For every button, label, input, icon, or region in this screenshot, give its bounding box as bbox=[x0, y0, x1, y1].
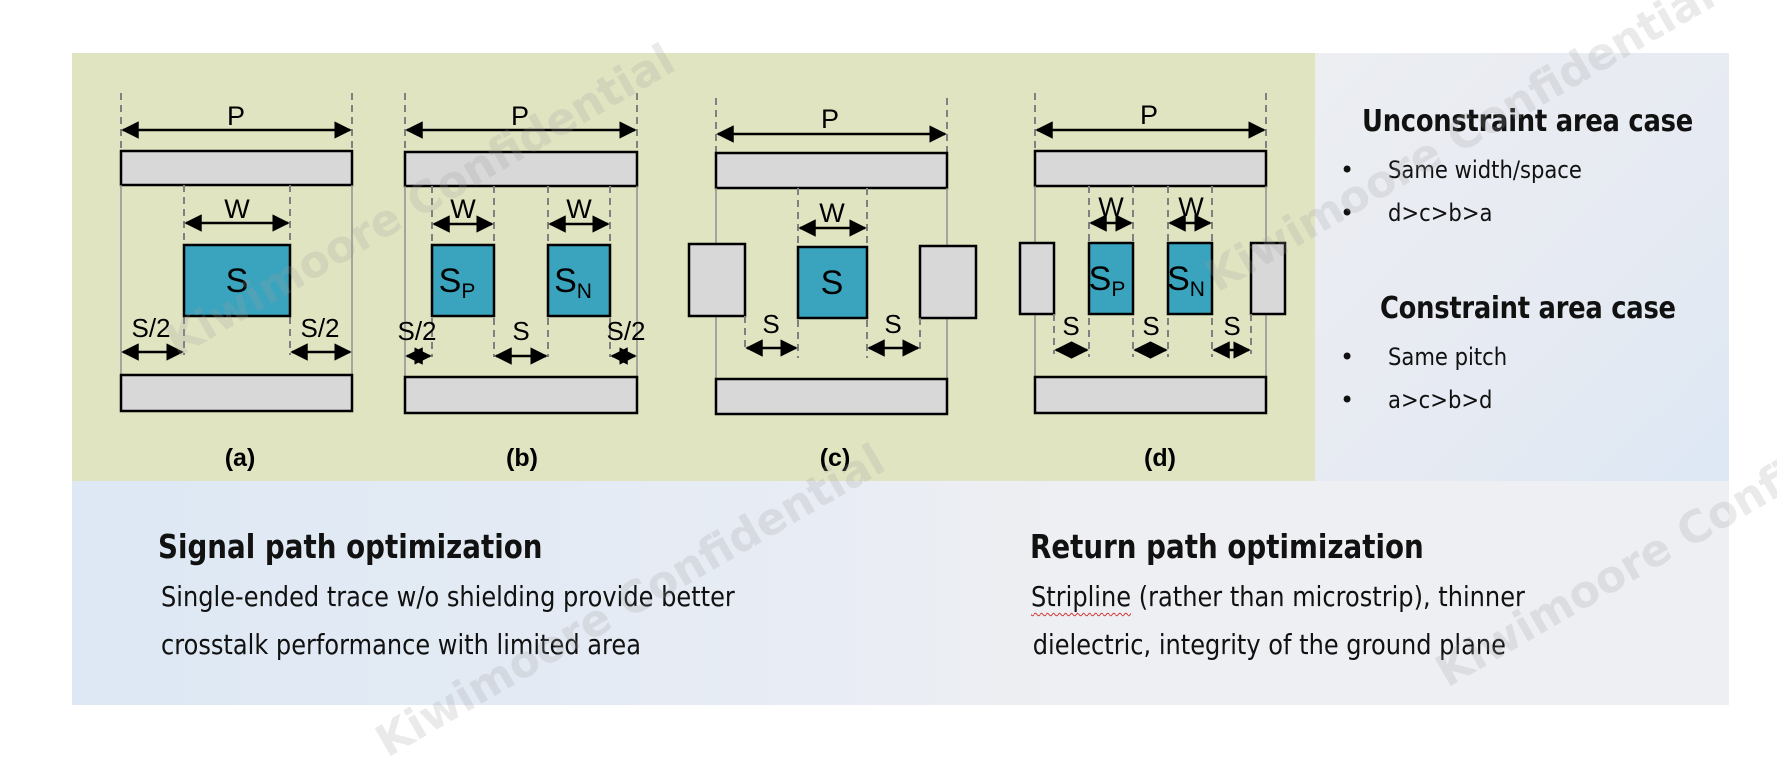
ground-plane bbox=[403, 150, 639, 188]
bullet-glyph: • bbox=[1340, 386, 1355, 414]
return-path-title: Return path optimization bbox=[1030, 527, 1424, 566]
spellcheck-word: Stripline bbox=[1031, 580, 1132, 613]
width-label: W bbox=[819, 198, 845, 228]
ground-plane bbox=[403, 375, 639, 415]
ground-plane bbox=[714, 151, 949, 190]
shield-trace bbox=[918, 244, 978, 320]
signal-p-label: SP bbox=[1089, 260, 1126, 301]
pitch-label: P bbox=[511, 101, 529, 131]
return-path-body: Stripline (rather than microstrip), thin… bbox=[1031, 573, 1525, 669]
caption-b: (b) bbox=[506, 444, 538, 472]
bullet-glyph: • bbox=[1340, 199, 1355, 227]
caption-c: (c) bbox=[819, 444, 851, 472]
signal-trace bbox=[1166, 241, 1214, 316]
unconstraint-bullet-2: • d>c>b>a bbox=[1340, 199, 1507, 227]
signal-path-body: Single-ended trace w/o shielding provide… bbox=[161, 573, 735, 669]
pitch-label: P bbox=[1140, 100, 1158, 130]
width-label: W bbox=[566, 194, 592, 224]
shield-trace bbox=[1018, 241, 1056, 316]
unconstraint-bullet-1: • Same width/space bbox=[1340, 156, 1608, 184]
constraint-bullet-1: • Same pitch bbox=[1340, 343, 1523, 371]
signal-path-line-2: crosstalk performance with limited area bbox=[161, 628, 641, 661]
unconstraint-title: Unconstraint area case bbox=[1362, 104, 1693, 139]
bullet-text: Same pitch bbox=[1388, 343, 1508, 371]
signal-label: S bbox=[821, 264, 844, 302]
space-label: S bbox=[512, 316, 529, 346]
width-label: W bbox=[1098, 192, 1124, 222]
width-label: W bbox=[450, 194, 476, 224]
case-panel bbox=[1315, 53, 1729, 481]
signal-trace bbox=[182, 243, 292, 318]
pitch-label: P bbox=[227, 101, 245, 131]
ground-plane bbox=[714, 377, 949, 416]
bullet-text: d>c>b>a bbox=[1388, 199, 1493, 227]
ground-plane bbox=[119, 373, 354, 413]
space-label: S/2 bbox=[397, 316, 436, 346]
shield-trace bbox=[687, 242, 747, 318]
bullet-glyph: • bbox=[1340, 343, 1355, 371]
signal-trace bbox=[1087, 241, 1135, 316]
constraint-bullet-2: • a>c>b>d bbox=[1340, 386, 1507, 414]
bullet-glyph: • bbox=[1340, 156, 1355, 184]
signal-path-line-1: Single-ended trace w/o shielding provide… bbox=[161, 580, 735, 613]
ground-plane bbox=[1033, 149, 1268, 188]
pitch-label: P bbox=[821, 104, 839, 134]
signal-trace bbox=[796, 245, 869, 320]
return-path-line-2: dielectric, integrity of the ground plan… bbox=[1032, 628, 1506, 661]
space-label: S bbox=[884, 309, 901, 339]
caption-a: (a) bbox=[224, 444, 256, 472]
signal-n-label: SN bbox=[554, 262, 592, 303]
width-label: W bbox=[224, 194, 250, 224]
return-path-line-1-rest: (rather than microstrip), thinner bbox=[1131, 580, 1525, 613]
shield-trace bbox=[1249, 241, 1287, 316]
space-label: S/2 bbox=[131, 313, 170, 343]
signal-label: S bbox=[226, 262, 249, 300]
signal-n-label: SN bbox=[1167, 260, 1205, 301]
space-label: S/2 bbox=[606, 316, 645, 346]
space-label: S bbox=[1223, 311, 1240, 341]
ground-plane bbox=[1033, 375, 1268, 415]
width-label: W bbox=[1178, 192, 1204, 222]
bullet-text: Same width/space bbox=[1388, 156, 1582, 184]
ground-plane bbox=[119, 149, 354, 187]
space-label: S bbox=[1062, 311, 1079, 341]
space-label: S bbox=[762, 309, 779, 339]
optimization-panel bbox=[72, 481, 1729, 705]
signal-trace bbox=[546, 243, 612, 318]
signal-trace bbox=[430, 243, 496, 318]
return-path-line-1: Stripline (rather than microstrip), thin… bbox=[1031, 573, 1525, 621]
bullet-text: a>c>b>d bbox=[1388, 386, 1493, 414]
space-label: S/2 bbox=[300, 313, 339, 343]
caption-d: (d) bbox=[1144, 444, 1176, 472]
constraint-title: Constraint area case bbox=[1380, 291, 1676, 326]
signal-p-label: SP bbox=[439, 262, 476, 303]
space-label: S bbox=[1142, 311, 1159, 341]
signal-path-title: Signal path optimization bbox=[158, 527, 543, 566]
